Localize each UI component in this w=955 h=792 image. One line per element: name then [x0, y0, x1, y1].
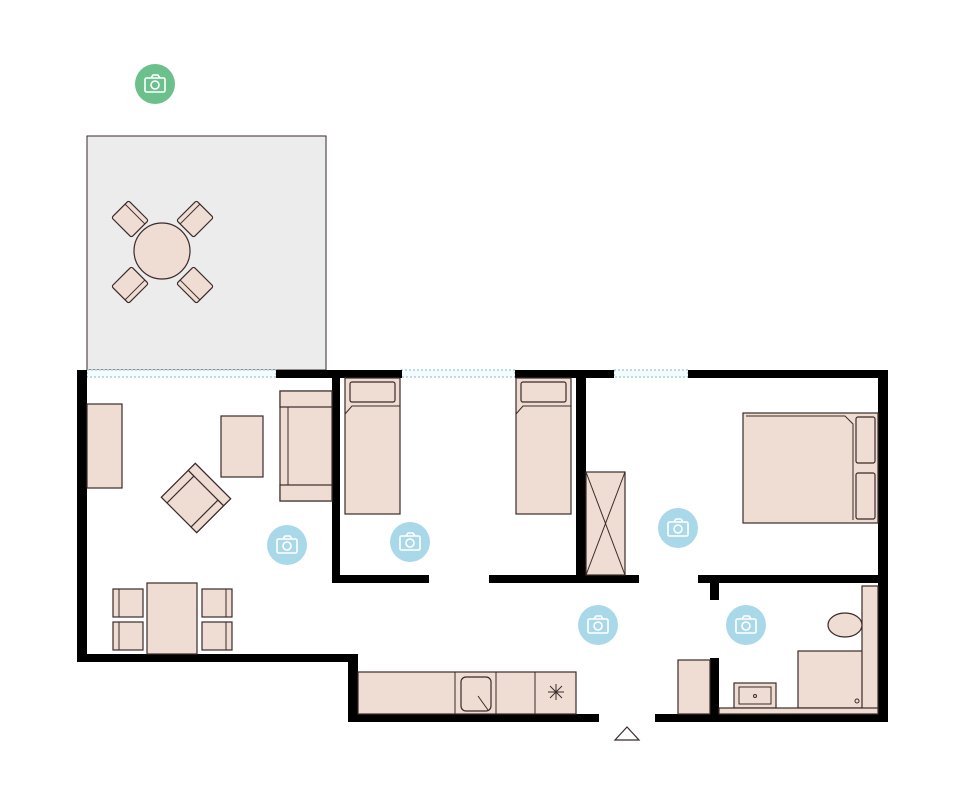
shower — [797, 650, 865, 709]
camera-icon — [399, 532, 421, 551]
camera-icon — [667, 518, 689, 537]
single-bed-left — [344, 377, 401, 515]
camera-icon — [735, 615, 757, 634]
entrance-triangle-icon — [613, 726, 641, 741]
armchair — [160, 462, 232, 534]
terrace — [86, 135, 327, 371]
camera-icon — [276, 535, 298, 554]
master-bedroom — [585, 412, 879, 576]
coffee-table — [220, 415, 264, 478]
terrace-floor — [86, 135, 327, 371]
camera-master-bedroom[interactable] — [658, 508, 698, 548]
camera-bathroom[interactable] — [726, 605, 766, 645]
stove-icon — [548, 684, 564, 700]
camera-terrace[interactable] — [135, 64, 175, 104]
terrace-table-set — [111, 200, 214, 304]
camera-icon — [587, 615, 609, 634]
camera-hallway[interactable] — [578, 605, 618, 645]
wardrobe — [585, 471, 626, 576]
toilet — [827, 612, 863, 638]
kitchen-sink — [460, 676, 492, 712]
kids-bedroom — [344, 377, 572, 515]
sideboard — [86, 403, 123, 489]
hallway-cabinet — [677, 659, 711, 715]
camera-kids-bedroom[interactable] — [390, 522, 430, 562]
toilet-tank — [861, 585, 879, 711]
kitchen-counter — [357, 671, 577, 715]
camera-living-room[interactable] — [267, 525, 307, 565]
living-room — [86, 390, 333, 655]
bathroom — [718, 585, 879, 715]
walls — [77, 370, 888, 722]
terrace-round-table — [133, 222, 191, 280]
single-bed-right — [515, 377, 572, 515]
double-bed — [742, 412, 879, 524]
dining-set — [112, 582, 233, 655]
camera-icon — [144, 74, 166, 93]
sofa — [279, 390, 333, 502]
